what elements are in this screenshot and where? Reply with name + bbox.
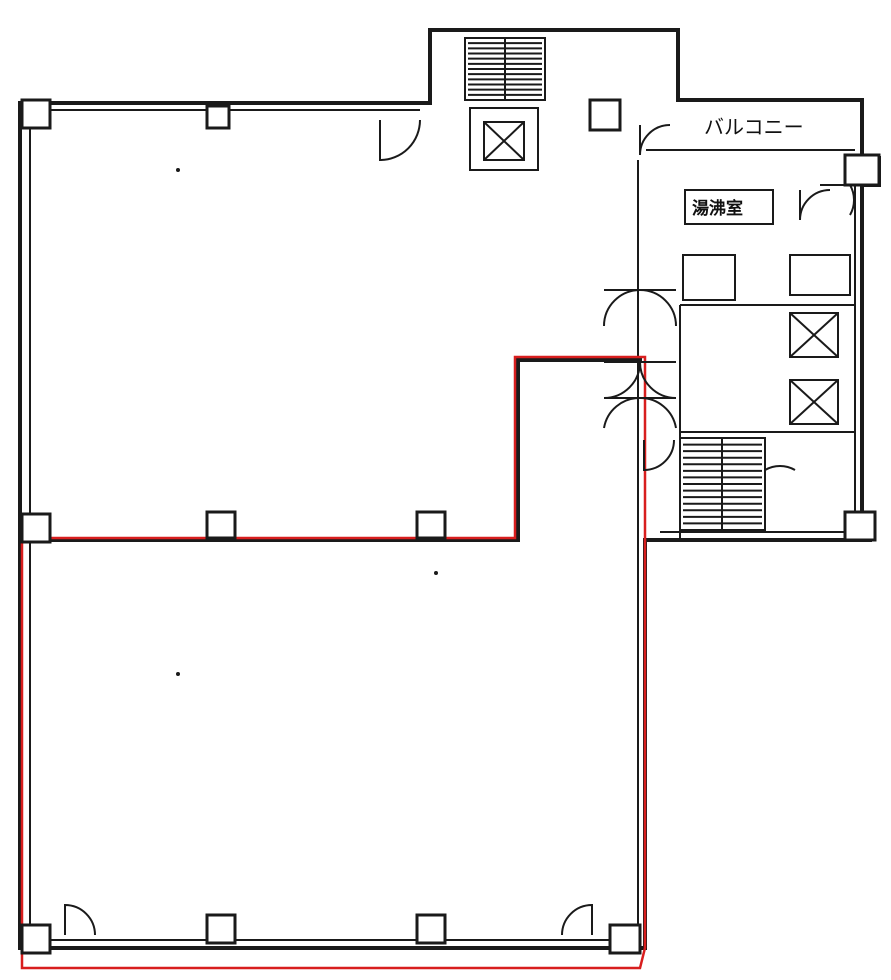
stair-top — [464, 37, 546, 101]
balcony-label: バルコニー — [704, 115, 804, 139]
outer-walls — [18, 28, 881, 950]
elevator-core-2 — [789, 379, 839, 425]
elevator-core-1 — [789, 312, 839, 358]
grid-dots — [176, 168, 438, 676]
doors — [64, 119, 855, 936]
highlighted-area-outline — [20, 355, 647, 970]
interior-partition — [25, 358, 642, 542]
columns — [20, 98, 881, 955]
small-room-label: 湯沸室 — [692, 198, 743, 219]
stair-bottom — [679, 437, 766, 531]
small-room — [682, 189, 851, 301]
elevator-top — [469, 107, 539, 171]
